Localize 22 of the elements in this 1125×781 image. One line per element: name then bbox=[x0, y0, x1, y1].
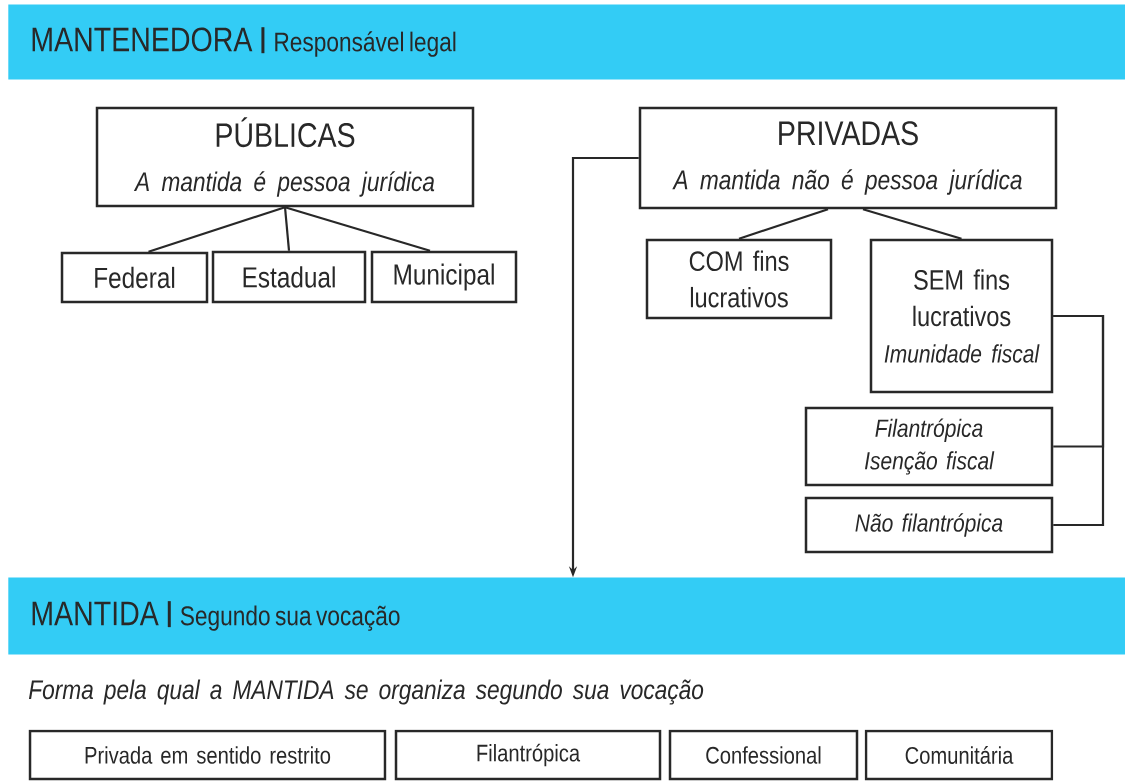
category-box: Privada em sentido restrito bbox=[28, 729, 387, 781]
category-box: COM fins lucrativos bbox=[645, 238, 833, 320]
connector-line bbox=[148, 206, 286, 253]
section-header-band: MANTENEDORA Responsável legal bbox=[8, 4, 1125, 80]
connector-line bbox=[1053, 314, 1105, 527]
category-box: PÚBLICAS A mantida é pessoa jurídica bbox=[95, 106, 475, 208]
category-box: PRIVADAS A mantida não é pessoa jurídica bbox=[638, 106, 1058, 210]
category-box: Comunitária bbox=[864, 729, 1054, 781]
connector-line bbox=[738, 208, 829, 240]
connector-line bbox=[283, 207, 291, 251]
category-box: SEM fins lucrativos Imunidade fiscal bbox=[869, 238, 1054, 394]
note-text: Forma pela qual a MANTIDA se organiza segundo sua vocação bbox=[28, 679, 704, 705]
category-box: Estadual bbox=[211, 250, 367, 304]
connector-line bbox=[284, 206, 431, 252]
connector-line bbox=[862, 208, 962, 240]
category-box: Municipal bbox=[370, 250, 518, 304]
category-box: Filantrópica bbox=[394, 729, 662, 781]
category-box: Confessional bbox=[668, 729, 859, 781]
category-box: Federal bbox=[60, 251, 209, 304]
category-box: Filantrópica Isenção fiscal bbox=[804, 406, 1054, 487]
category-box: Não filantrópica bbox=[804, 496, 1054, 554]
section-header-band: MANTIDA Segundo sua vocação bbox=[8, 577, 1125, 655]
